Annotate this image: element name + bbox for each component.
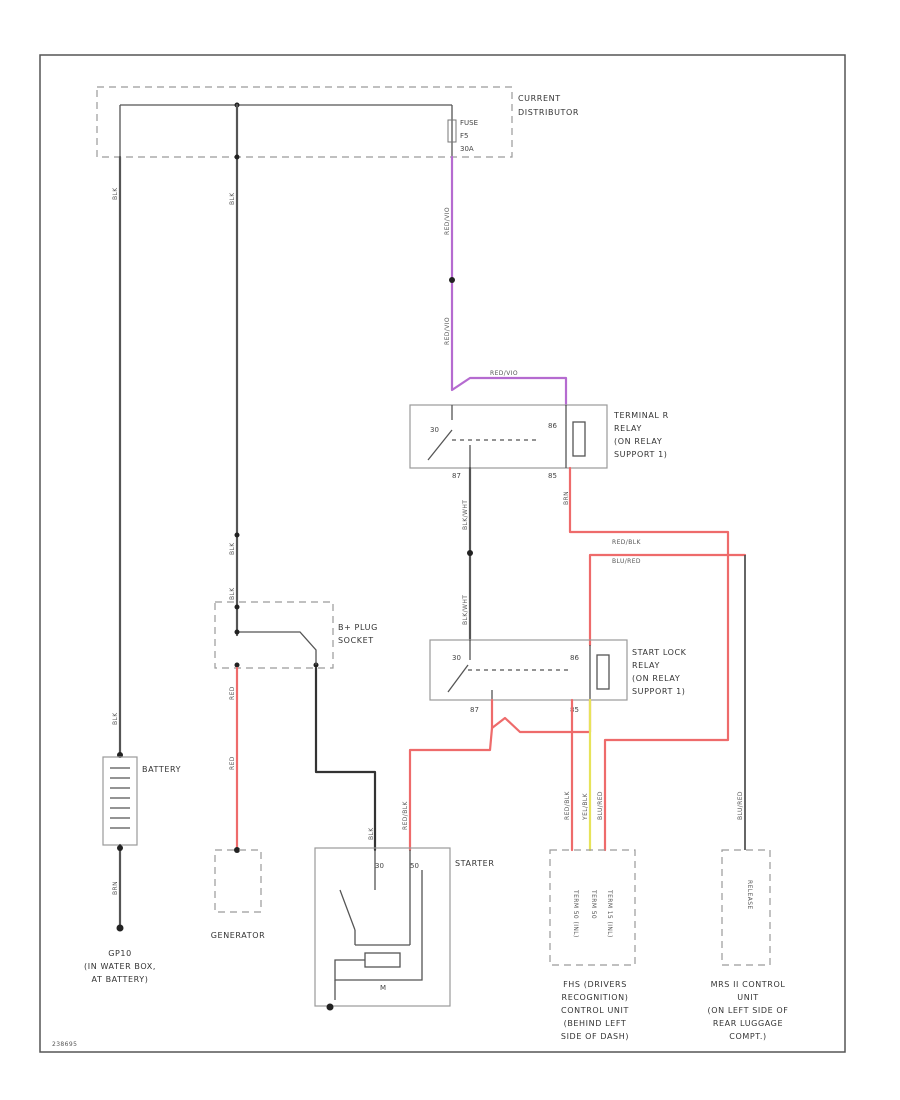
terminal-relay: 30 87 85 86 TERMINAL R RELAY (ON RELAY S… (409, 404, 669, 480)
wire-label-lock-86: BLU/RED (597, 791, 604, 820)
ground-label-3: AT BATTERY) (92, 975, 149, 984)
wire-label-fuse-out: RED/VIO (444, 207, 451, 235)
starter-feed-circuit: BLK (314, 666, 377, 852)
starter-pin-30: 30 (375, 862, 384, 870)
fhs-label-3: CONTROL UNIT (561, 1006, 629, 1015)
relay-pin-30: 30 (430, 426, 439, 434)
current-distributor: CURRENT DISTRIBUTOR FUSE F5 30A (96, 86, 579, 158)
wire-label-relay85-out: BRN (563, 491, 570, 505)
bplug-label-1: B+ PLUG (338, 623, 378, 632)
terminal-relay-label-3: (ON RELAY (614, 437, 662, 446)
battery: BATTERY (102, 756, 181, 846)
mrs-label-1: MRS II CONTROL (711, 980, 786, 989)
bplug-label-2: SOCKET (338, 636, 374, 645)
wire-label-battery-neg: BRN (112, 881, 119, 895)
fhs-control-unit: TERM 50 (INL) TERM 50 TERM 15 (INL) FHS … (549, 849, 636, 1041)
battery-label: BATTERY (142, 765, 181, 774)
starter-pin-m: M (380, 984, 386, 992)
relay-pin-85: 85 (548, 472, 557, 480)
wire-label-lock-yel: YEL/BLK (582, 792, 589, 821)
mrs-label-4: REAR LUGGAGE (713, 1019, 783, 1028)
start-lock-relay: 30 87 85 86 START LOCK RELAY (ON RELAY S… (429, 639, 687, 714)
mrs-label-2: UNIT (737, 993, 759, 1002)
lock-pin-85: 85 (570, 706, 579, 714)
starter: 30 50 M STARTER (314, 847, 495, 1011)
relay85-circuit: BRN RED/BLK (563, 466, 730, 852)
distributor-label-1: CURRENT (518, 94, 561, 103)
wire-label-mrs-feed: BLU/RED (737, 791, 744, 820)
generator-label: GENERATOR (211, 931, 266, 940)
mrs-label-5: COMPT.) (729, 1032, 766, 1041)
lock-pin-86: 86 (570, 654, 579, 662)
mrs-label-3: (ON LEFT SIDE OF (707, 1006, 788, 1015)
ground-label-2: (IN WATER BOX, (84, 962, 156, 971)
fuse-label-1: FUSE (460, 119, 478, 127)
wire-label-gen-out: RED (229, 686, 236, 700)
wire-label-fuse-mid: RED/VIO (444, 317, 451, 345)
b-plug-socket: B+ PLUG SOCKET BLK (214, 587, 378, 669)
wire-label-bplug-in: BLK (229, 587, 236, 600)
fhs-term-2: TERM 50 (590, 889, 597, 919)
lock-pin-87: 87 (470, 706, 479, 714)
wire-label-lock-red2: RED/BLK (564, 791, 571, 820)
wire-label-lock-out: RED/BLK (402, 801, 409, 830)
fuse-label-2: F5 (460, 132, 468, 140)
distributor-label-2: DISTRIBUTOR (518, 108, 579, 117)
wire-label-relay-top: RED/VIO (490, 370, 518, 377)
diagram-frame (39, 54, 846, 1053)
fhs-label-5: SIDE OF DASH) (561, 1032, 629, 1041)
terminal-relay-label-1: TERMINAL R (613, 411, 669, 420)
bluered-circuit: BLU/RED BLU/RED (588, 553, 747, 850)
lock-pin-30: 30 (452, 654, 461, 662)
wire-label-starter-feed: BLK (368, 827, 375, 840)
wire-label-battery-down: BLK (112, 712, 119, 725)
fuse-label-3: 30A (460, 145, 474, 153)
starter-label: STARTER (455, 859, 495, 868)
wire-label-redblk: RED/BLK (612, 539, 641, 546)
wire-label-battery-pos: BLK (112, 187, 119, 200)
wire-label-relay87-mid: BLK/WHT (462, 595, 469, 625)
fhs-label-2: RECOGNITION) (562, 993, 629, 1002)
wire-label-bluered: BLU/RED (612, 558, 641, 565)
fhs-label-4: (BEHIND LEFT (564, 1019, 627, 1028)
wire-label-gen-mid: BLK (229, 542, 236, 555)
starter-pin-50: 50 (410, 862, 419, 870)
battery-ground-circuit: BRN GP10 (IN WATER BOX, AT BATTERY) (84, 843, 156, 984)
relay-pin-87: 87 (452, 472, 461, 480)
wire-label-gen-red: RED (229, 756, 236, 770)
lock-relay-label-3: (ON RELAY (632, 674, 680, 683)
fhs-term-3: TERM 15 (INL) (606, 889, 613, 938)
fuse-out-circuit: RED/VIO RED/VIO RED/VIO (444, 155, 568, 407)
lock-relay-label-2: RELAY (632, 661, 660, 670)
lock-relay-label-4: SUPPORT 1) (632, 687, 686, 696)
terminal-relay-label-4: SUPPORT 1) (614, 450, 668, 459)
start-lock-down-circuit: RED/BLK YEL/BLK BLU/RED (564, 698, 604, 852)
fhs-term-1: TERM 50 (INL) (572, 889, 579, 938)
relay-pin-86: 86 (548, 422, 557, 430)
relay87-circuit: BLK/WHT BLK/WHT (462, 466, 473, 642)
mrs-terminal: RELEASE (746, 880, 753, 910)
generator-feed-circuit: BLK BLK (229, 103, 240, 637)
generator-circuit: RED RED (229, 666, 240, 853)
start-lock-out-circuit: RED/BLK (402, 698, 592, 852)
generator: GENERATOR (211, 849, 266, 940)
lock-relay-label-1: START LOCK (632, 648, 687, 657)
terminal-relay-label-2: RELAY (614, 424, 642, 433)
wire-label-relay87-out: BLK/WHT (462, 500, 469, 530)
diagram-code: 238695 (52, 1041, 77, 1048)
ground-label-1: GP10 (108, 949, 132, 958)
battery-circuit: BLK BLK (112, 155, 123, 758)
mrs-control-unit: RELEASE MRS II CONTROL UNIT (ON LEFT SID… (707, 849, 788, 1041)
wire-label-gen-feed: BLK (229, 192, 236, 205)
fhs-label-1: FHS (DRIVERS (563, 980, 627, 989)
